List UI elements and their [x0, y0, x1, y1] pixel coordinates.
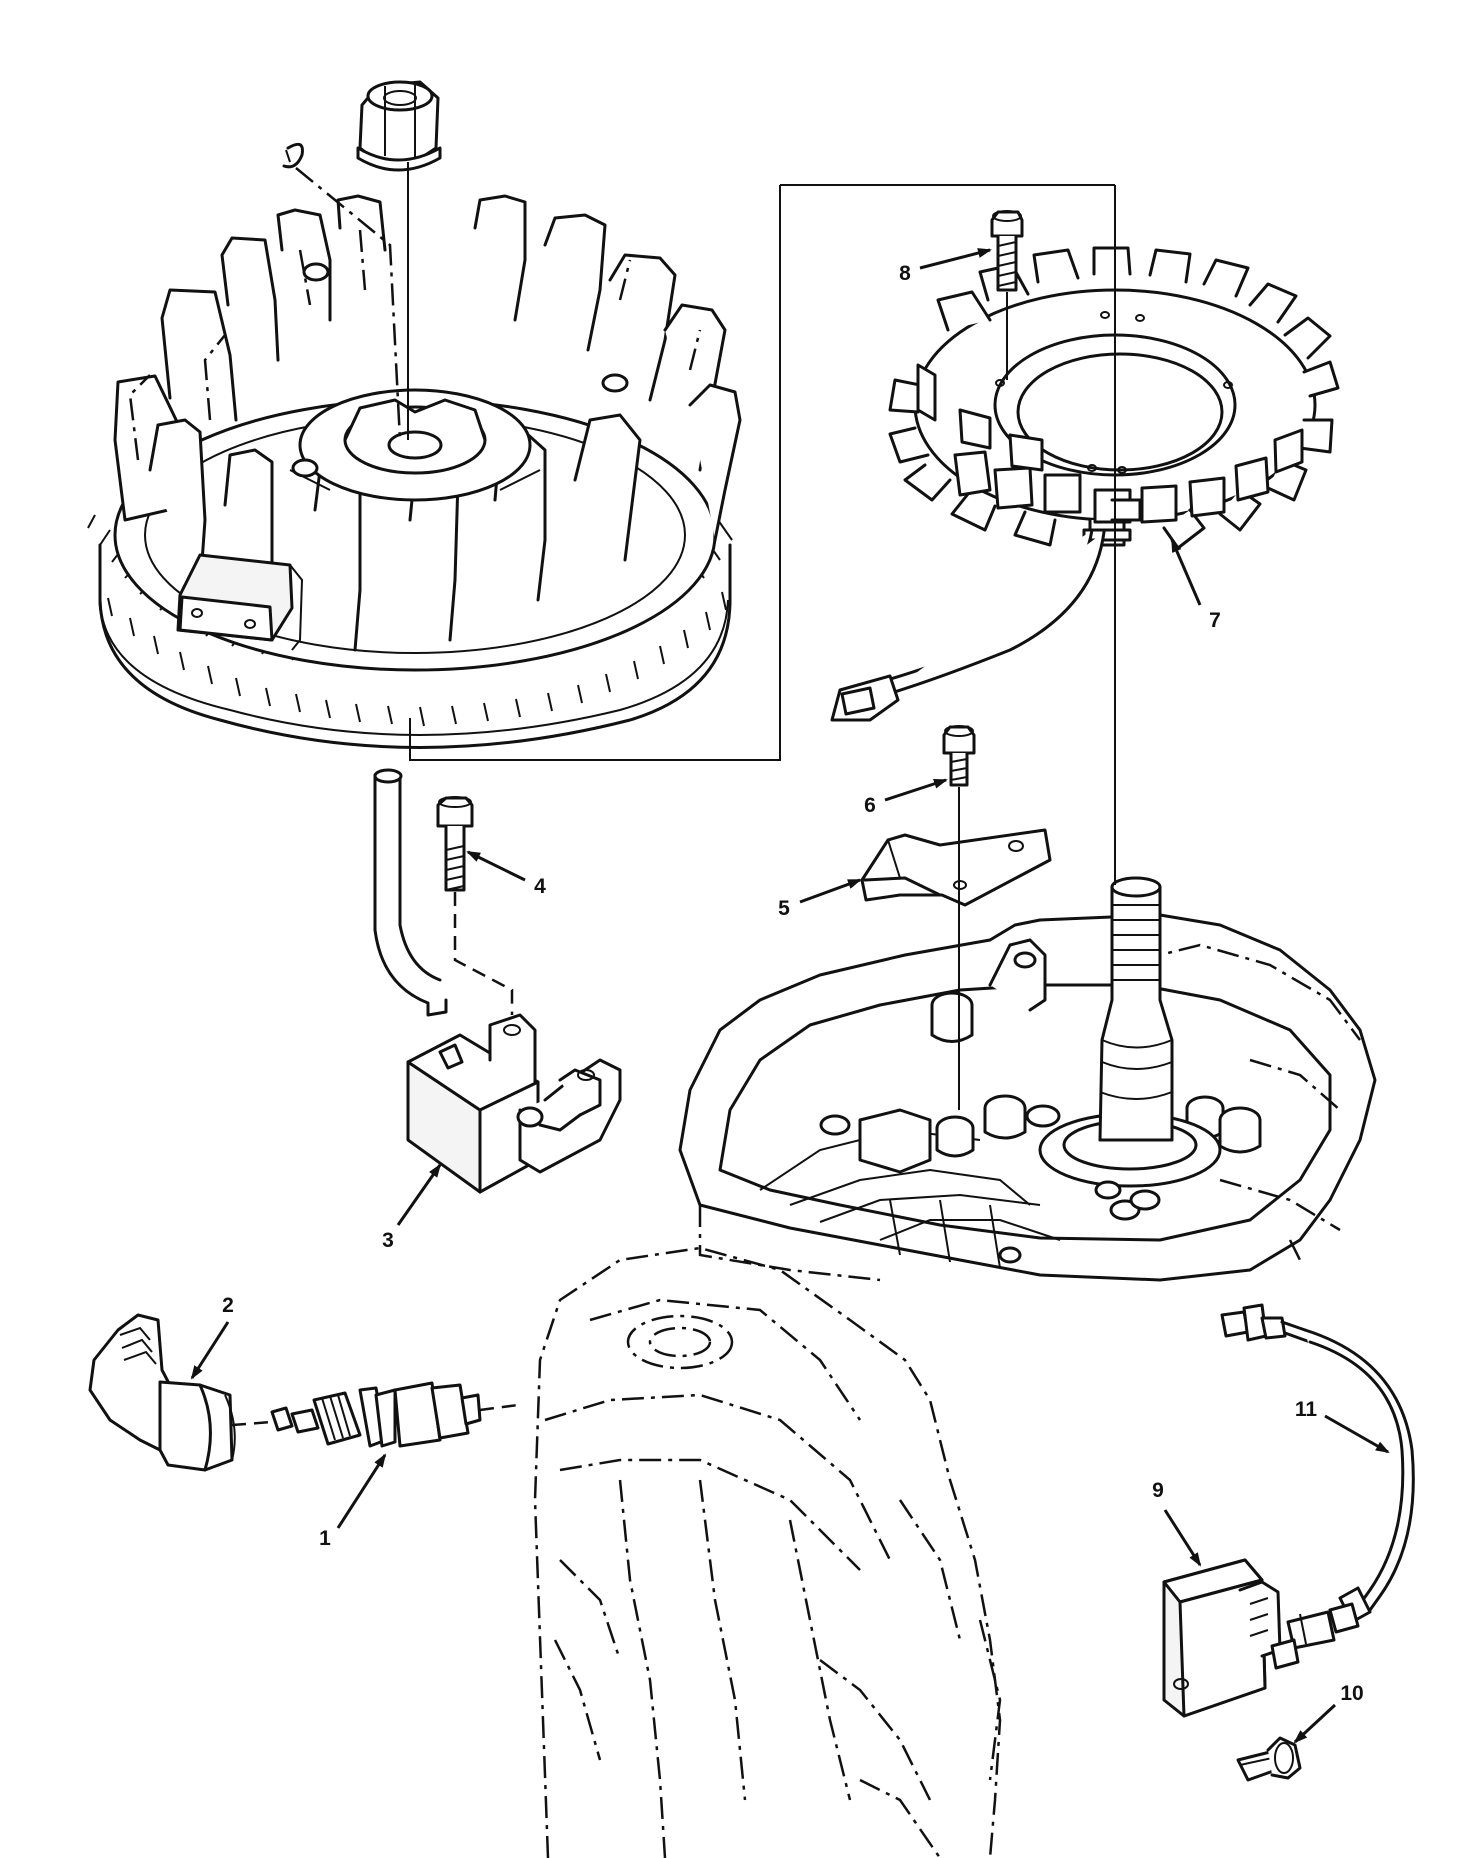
callout-leaders	[190, 248, 1390, 1744]
callout-7: 7	[1209, 609, 1221, 632]
callout-1: 1	[319, 1527, 331, 1550]
callout-4: 4	[534, 875, 546, 898]
callout-8: 8	[899, 262, 911, 285]
engine-block-outline	[533, 1246, 1002, 1858]
callout-3: 3	[382, 1229, 394, 1252]
shield-bolt	[942, 725, 976, 787]
spark-plug-boot	[88, 1313, 236, 1472]
callout-5: 5	[778, 897, 790, 920]
stator	[830, 246, 1340, 722]
rectifier-screw	[1236, 1736, 1302, 1782]
callout-6: 6	[864, 794, 876, 817]
crankshaft	[1098, 876, 1174, 1142]
shield-bracket	[860, 828, 1052, 907]
engine-crankcase	[678, 913, 1377, 1282]
callout-10: 10	[1340, 1682, 1363, 1705]
callout-9: 9	[1152, 1479, 1164, 1502]
callout-11: 11	[1295, 1398, 1318, 1421]
voltage-rectifier	[1162, 1558, 1282, 1718]
spark-plug	[270, 1381, 482, 1448]
ignition-bolt	[436, 796, 474, 892]
flywheel	[87, 194, 742, 749]
assembly-lines	[231, 162, 1116, 1427]
callout-2: 2	[222, 1294, 234, 1317]
ignition-module	[373, 768, 622, 1194]
wiring-harness	[1220, 1303, 1415, 1670]
stator-screw	[990, 210, 1024, 292]
flywheel-nut	[356, 80, 442, 172]
callout-labels: 1 2 3 4 5 6 7 8 9 10 11	[222, 262, 1364, 1705]
flywheel-key	[282, 142, 304, 169]
